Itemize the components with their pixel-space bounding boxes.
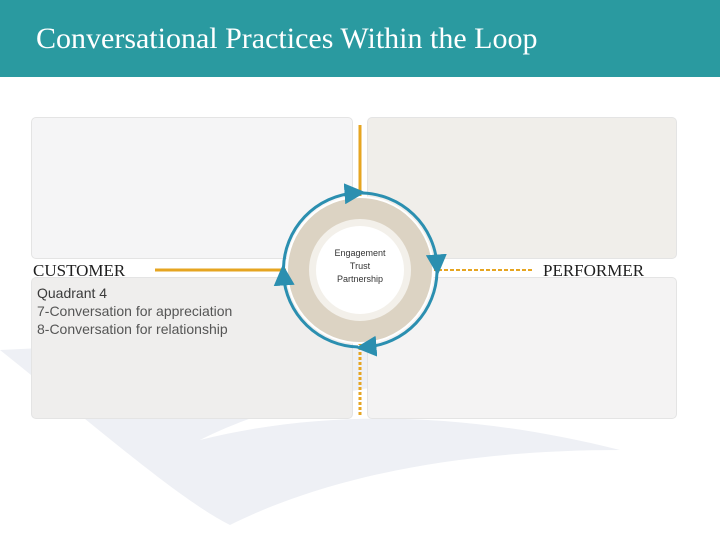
title-bar: Conversational Practices Within the Loop bbox=[0, 0, 720, 77]
loop-ring-inner bbox=[316, 226, 404, 314]
customer-label: CUSTOMER bbox=[33, 261, 126, 280]
center-line-partnership: Partnership bbox=[336, 274, 384, 284]
center-text: Engagement Trust Partnership bbox=[320, 247, 400, 286]
center-line-trust: Trust bbox=[349, 261, 371, 271]
loop-arrow-bottom-right bbox=[355, 271, 439, 357]
quadrant-4-text: Quadrant 4 7-Conversation for appreciati… bbox=[37, 284, 232, 338]
quadrant-4-title: Quadrant 4 bbox=[37, 285, 108, 301]
slide-title: Conversational Practices Within the Loop bbox=[36, 22, 538, 55]
loop-arrow-bottom-left bbox=[273, 264, 359, 349]
quadrant-4-line-2: 8-Conversation for relationship bbox=[37, 321, 228, 337]
quadrant-4-line-1: 7-Conversation for appreciation bbox=[37, 303, 233, 319]
center-line-engagement: Engagement bbox=[334, 248, 386, 258]
performer-label: PERFORMER bbox=[543, 261, 645, 280]
loop-arrow-top-left bbox=[282, 183, 366, 269]
loop-arrow-top-right bbox=[361, 191, 447, 276]
